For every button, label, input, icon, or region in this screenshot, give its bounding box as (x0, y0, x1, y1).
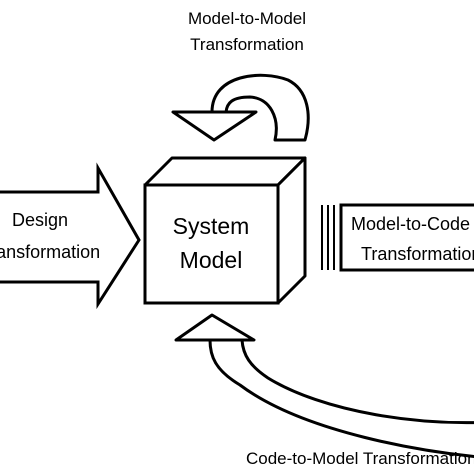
bottom-label: Code-to-Model Transformation (246, 449, 474, 468)
left-label-line1: Design (12, 210, 68, 230)
model-to-model-loop-arrow (171, 73, 310, 142)
left-label-line2: Transformation (0, 242, 100, 262)
code-to-model-arrow (174, 313, 474, 458)
model-to-code-block (321, 203, 474, 272)
right-label-line1: Model-to-Code (351, 214, 470, 234)
top-label-line1: Model-to-Model (188, 9, 306, 28)
system-model-cube (143, 156, 307, 305)
design-transformation-arrow (0, 162, 141, 310)
system-label-line2: Model (180, 247, 243, 273)
right-label-line2: Transformation (361, 244, 474, 264)
top-label-line2: Transformation (190, 35, 304, 54)
system-label-line1: System (173, 213, 250, 239)
